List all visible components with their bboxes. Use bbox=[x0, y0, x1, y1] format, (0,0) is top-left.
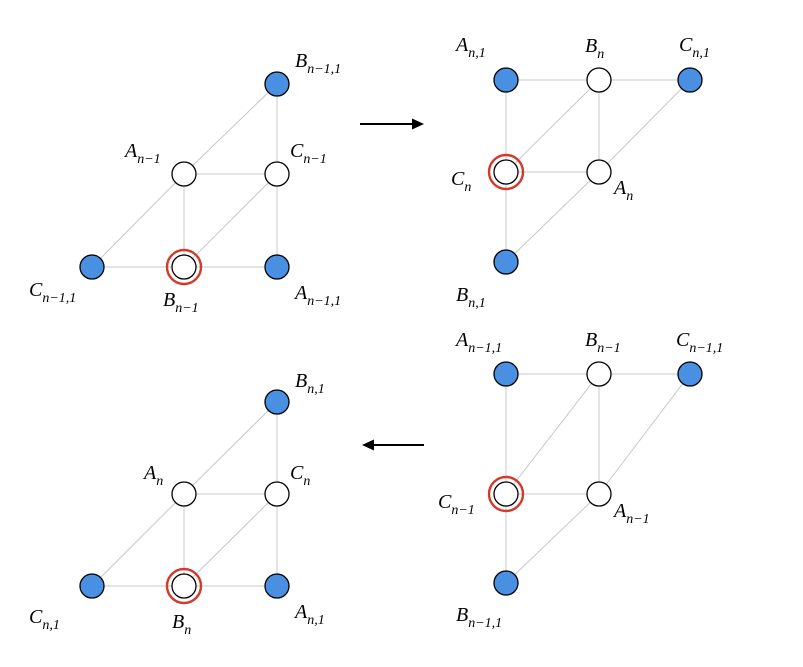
node-c bbox=[264, 481, 290, 507]
arrow-right bbox=[360, 118, 424, 130]
highlight-ring bbox=[165, 567, 203, 605]
arrow-left bbox=[362, 439, 424, 451]
node-c bbox=[264, 161, 290, 187]
node-c1 bbox=[79, 254, 105, 280]
node-a1 bbox=[264, 573, 290, 599]
node-a bbox=[586, 481, 612, 507]
node-a bbox=[586, 159, 612, 185]
node-a1 bbox=[493, 361, 519, 387]
node-a bbox=[171, 481, 197, 507]
node-label: Bn bbox=[585, 35, 604, 62]
node-label: An−1 bbox=[123, 140, 161, 167]
node-b1 bbox=[264, 71, 290, 97]
highlight-ring bbox=[487, 153, 525, 191]
node-a bbox=[171, 161, 197, 187]
edge-c-b bbox=[505, 79, 600, 173]
panel-top-left: Cn−1,1 Bn−1 An−1,1 An−1 Cn−1 Bn−1,1 bbox=[29, 50, 341, 316]
node-label: An bbox=[142, 462, 163, 489]
highlight-ring bbox=[165, 248, 203, 286]
edge-c1-a bbox=[91, 493, 185, 587]
node-a1 bbox=[264, 254, 290, 280]
node-label: Bn−1 bbox=[163, 289, 199, 316]
edge-c1-a bbox=[91, 173, 185, 268]
node-label: Bn,1 bbox=[295, 370, 325, 397]
edge-a-b1 bbox=[183, 401, 278, 495]
edge-c-b bbox=[505, 373, 600, 495]
node-label: Cn−1 bbox=[290, 140, 327, 167]
edge-a-c1 bbox=[598, 373, 691, 495]
node-b bbox=[171, 573, 197, 599]
node-label: Cn,1 bbox=[679, 34, 710, 61]
node-label: Bn bbox=[172, 611, 191, 638]
node-b1 bbox=[264, 389, 290, 415]
node-c1 bbox=[677, 361, 703, 387]
node-c bbox=[493, 159, 519, 185]
edge-a-c1 bbox=[598, 79, 691, 173]
panel-bottom-left: Cn,1 Bn An,1 An Cn Bn,1 bbox=[29, 370, 325, 638]
node-label: Bn−1,1 bbox=[456, 604, 502, 631]
node-label: Cn−1,1 bbox=[676, 329, 723, 356]
node-label: An bbox=[612, 177, 633, 204]
node-b1 bbox=[493, 249, 519, 275]
node-label: An−1,1 bbox=[454, 329, 502, 356]
node-label: Bn,1 bbox=[456, 284, 486, 311]
node-label: Cn,1 bbox=[29, 606, 60, 633]
node-b bbox=[586, 361, 612, 387]
node-label: Bn−1,1 bbox=[295, 50, 341, 77]
node-b bbox=[171, 254, 197, 280]
edge-b1-a bbox=[505, 171, 600, 263]
node-label: Bn−1 bbox=[585, 329, 621, 356]
node-label: An,1 bbox=[293, 601, 325, 628]
node-label: An,1 bbox=[454, 34, 486, 61]
edge-b1-a bbox=[505, 493, 600, 584]
node-label: Cn bbox=[451, 168, 471, 195]
node-label: Cn−1 bbox=[438, 491, 475, 518]
node-b bbox=[586, 67, 612, 93]
node-c1 bbox=[79, 573, 105, 599]
node-label: An−1 bbox=[612, 500, 650, 527]
highlight-ring bbox=[487, 475, 525, 513]
node-a1 bbox=[493, 67, 519, 93]
node-label: An−1,1 bbox=[293, 282, 341, 309]
edge-b-c bbox=[183, 493, 278, 587]
node-label: Cn−1,1 bbox=[29, 279, 76, 306]
panel-bottom-right: An−1,1 Bn−1 Cn−1,1Cn−1 An−1Bn−1,1 bbox=[438, 329, 723, 631]
node-c bbox=[493, 481, 519, 507]
node-label: Cn bbox=[290, 462, 310, 489]
node-b1 bbox=[493, 570, 519, 596]
node-c1 bbox=[677, 67, 703, 93]
edge-a-b1 bbox=[183, 83, 278, 175]
edge-b-c bbox=[183, 173, 278, 268]
